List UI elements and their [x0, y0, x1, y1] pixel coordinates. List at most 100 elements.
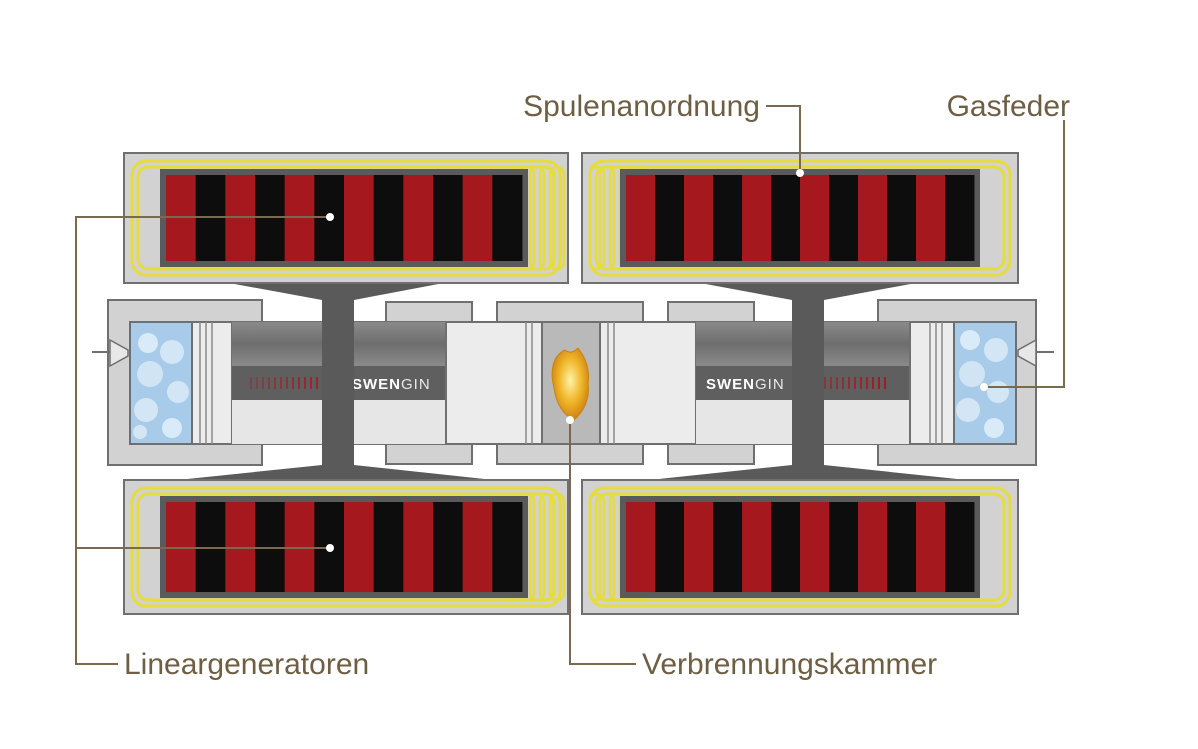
coil-assembly — [123, 479, 569, 615]
winding — [594, 492, 1006, 602]
cylinder-assembly: SWENGIN SWENGIN — [92, 299, 1054, 466]
rod-tick — [824, 377, 826, 389]
coil-winding-segment — [626, 175, 656, 261]
rod-tick — [848, 377, 850, 389]
label-lineargeneratoren: Lineargeneratoren — [124, 648, 369, 681]
leader-lines — [75, 105, 1065, 665]
winding-spiral — [588, 165, 606, 271]
coil-winding-segment — [344, 175, 375, 261]
winding-spiral — [548, 492, 566, 602]
rod-tick — [292, 377, 294, 389]
winding-spiral — [548, 165, 566, 271]
winding-spiral — [598, 165, 616, 271]
rod-tick — [304, 377, 306, 389]
coil-winding-segment — [713, 502, 743, 592]
leader-gasfeder — [984, 120, 1065, 388]
piston-left-outer — [191, 321, 233, 445]
coil-winding-segment — [684, 502, 714, 592]
coil-winding-segment — [373, 502, 404, 592]
flame-icon — [551, 347, 589, 421]
brand-text-left: SWENGIN — [352, 376, 431, 393]
rod-tick — [316, 377, 318, 389]
rod-tick — [286, 377, 288, 389]
coil-winding-segment — [626, 502, 656, 592]
label-verbrennungskammer: Verbrennungskammer — [642, 648, 937, 681]
coil-winding-segment — [829, 175, 859, 261]
coil-winding-segment — [462, 175, 493, 261]
gas-spring-left — [129, 321, 193, 445]
winding-spiral — [538, 492, 556, 602]
rod-tick — [854, 377, 856, 389]
coil-winding-segment — [713, 175, 743, 261]
winding-spiral — [528, 492, 546, 602]
winding-spiral — [528, 165, 546, 271]
coil-winding-segment — [742, 175, 772, 261]
gas-spring-right — [953, 321, 1017, 445]
coil-winding-segment — [373, 175, 404, 261]
coil-winding-segment — [492, 175, 523, 261]
coil-winding-segment — [887, 175, 917, 261]
rod-tick — [878, 377, 880, 389]
label-spulenanordnung: Spulenanordnung — [523, 90, 760, 123]
coil-winding-segment — [684, 175, 714, 261]
coil-winding-segment — [800, 502, 830, 592]
rod-tick — [274, 377, 276, 389]
rod-tick — [256, 377, 258, 389]
winding-spiral — [538, 165, 556, 271]
winding-spiral — [598, 492, 616, 602]
bearing-block — [667, 443, 755, 465]
rod-tick — [280, 377, 282, 389]
rod-tick — [884, 377, 886, 389]
rod-tick — [262, 377, 264, 389]
coil-winding-segment — [858, 502, 888, 592]
leader-lineargeneratoren — [75, 216, 330, 665]
valve-right — [1017, 338, 1054, 368]
coil-winding-segment — [887, 502, 917, 592]
rod-tick — [872, 377, 874, 389]
coil-winding-segment — [771, 502, 801, 592]
coil-winding-segment — [742, 502, 772, 592]
rod-tick — [842, 377, 844, 389]
coil-winding-segment — [945, 175, 975, 261]
leader-verbrennungskammer — [569, 420, 636, 665]
coil-winding-segment — [829, 502, 859, 592]
rod-tick — [268, 377, 270, 389]
rod-tick — [298, 377, 300, 389]
valve-left — [92, 338, 129, 368]
leader-spulenanordnung — [766, 105, 801, 172]
brand-text-right: SWENGIN — [706, 376, 785, 393]
rod-tick — [866, 377, 868, 389]
label-gasfeder: Gasfeder — [947, 90, 1070, 123]
coil-assemblies — [123, 152, 1019, 615]
bearing-block — [667, 301, 755, 323]
bearing-block — [385, 301, 473, 323]
coil-winding-segment — [655, 502, 685, 592]
coil-winding-segment — [800, 175, 830, 261]
coil-winding-segment — [462, 502, 493, 592]
callout-labels: Spulenanordnung Gasfeder Lineargenerator… — [124, 90, 1070, 681]
coil-winding-segment — [916, 175, 946, 261]
coil-winding-segment — [433, 175, 464, 261]
piston-right-outer — [909, 321, 955, 445]
rod-tick — [250, 377, 252, 389]
coil-winding-segment — [858, 175, 888, 261]
coil-winding-segment — [344, 502, 375, 592]
bearing-block — [385, 443, 473, 465]
coil-winding-segment — [945, 502, 975, 592]
coil-winding-segment — [403, 175, 434, 261]
coil-winding-segment — [403, 502, 434, 592]
piston-right-inner — [599, 321, 697, 445]
coil-winding-segment — [433, 502, 464, 592]
winding-spiral — [588, 492, 606, 602]
coil-winding-segment — [655, 175, 685, 261]
rod-tick — [860, 377, 862, 389]
coil-assembly — [581, 479, 1019, 615]
coil-winding-segment — [492, 502, 523, 592]
rod-tick — [310, 377, 312, 389]
piston-left-inner — [445, 321, 543, 445]
coil-assembly — [581, 152, 1019, 284]
rod-tick — [830, 377, 832, 389]
rod-tick — [836, 377, 838, 389]
coil-winding-segment — [916, 502, 946, 592]
